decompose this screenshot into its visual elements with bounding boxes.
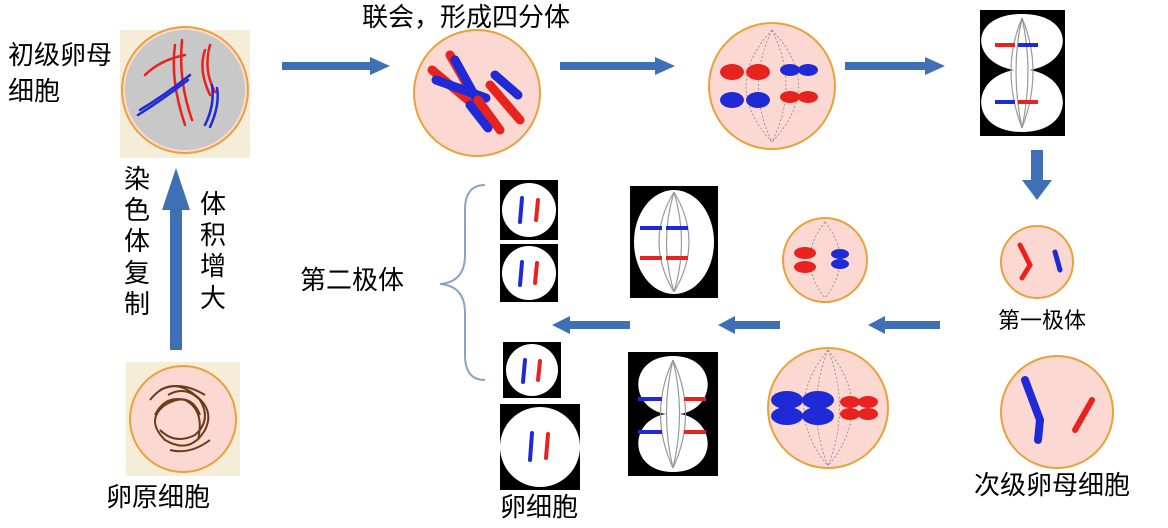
metaphase-ii-oocyte-cell — [767, 347, 889, 469]
primary-oocyte-label: 初级卵母细胞 — [8, 38, 113, 111]
first-polar-body-label: 第一极体 — [998, 308, 1086, 337]
synapsis-cell — [413, 29, 541, 157]
egg-cell-label: 卵细胞 — [500, 492, 578, 526]
second-polar-body-label: 第二极体 — [300, 265, 404, 299]
arrow-down — [1022, 150, 1052, 200]
arrow-left-1 — [868, 316, 940, 334]
oogonium-label: 卵原细胞 — [106, 482, 210, 516]
arrow-up — [162, 168, 190, 350]
synapsis-label: 联会，形成四分体 — [362, 2, 570, 36]
primary-oocyte-cell — [120, 26, 250, 158]
anaphase-i-cell — [980, 10, 1065, 136]
primary-oocyte-text: 初级卵母细胞 — [8, 41, 113, 108]
secondary-oocyte-label: 次级卵母细胞 — [974, 470, 1130, 504]
oogonium-cell — [126, 362, 240, 476]
secondary-oocyte-text: 次级卵母细胞 — [974, 471, 1131, 501]
arrow-right-1 — [282, 57, 390, 75]
anaphase-ii-polar-cell — [630, 186, 718, 298]
metaphase-ii-polar-cell — [782, 217, 868, 303]
chromosome-replication-text: 染色体复制 — [123, 165, 150, 320]
second-polar-body-1 — [500, 180, 558, 240]
second-polar-body-text: 第二极体 — [300, 266, 405, 296]
first-polar-body-cell — [1000, 225, 1074, 299]
first-polar-body-text: 第一极体 — [998, 309, 1087, 334]
synapsis-text: 联会，形成四分体 — [362, 3, 571, 33]
oogonium-text: 卵原细胞 — [106, 483, 211, 513]
arrow-right-3 — [845, 57, 945, 75]
brace — [439, 184, 486, 381]
second-polar-body-2 — [500, 244, 558, 302]
egg-cell-text: 卵细胞 — [500, 493, 579, 523]
second-polar-body-3 — [503, 342, 561, 398]
metaphase-i-cell — [708, 22, 836, 150]
arrow-right-2 — [560, 57, 675, 75]
egg-cell — [500, 404, 580, 490]
volume-increase-label: 体积增大 — [198, 190, 228, 315]
arrow-left-3 — [552, 316, 630, 334]
anaphase-ii-oocyte-cell — [628, 352, 718, 476]
chromosome-replication-label: 染色体复制 — [122, 165, 152, 321]
secondary-oocyte-cell — [1000, 355, 1114, 469]
arrow-left-2 — [718, 316, 780, 334]
volume-increase-text: 体积增大 — [199, 190, 226, 314]
